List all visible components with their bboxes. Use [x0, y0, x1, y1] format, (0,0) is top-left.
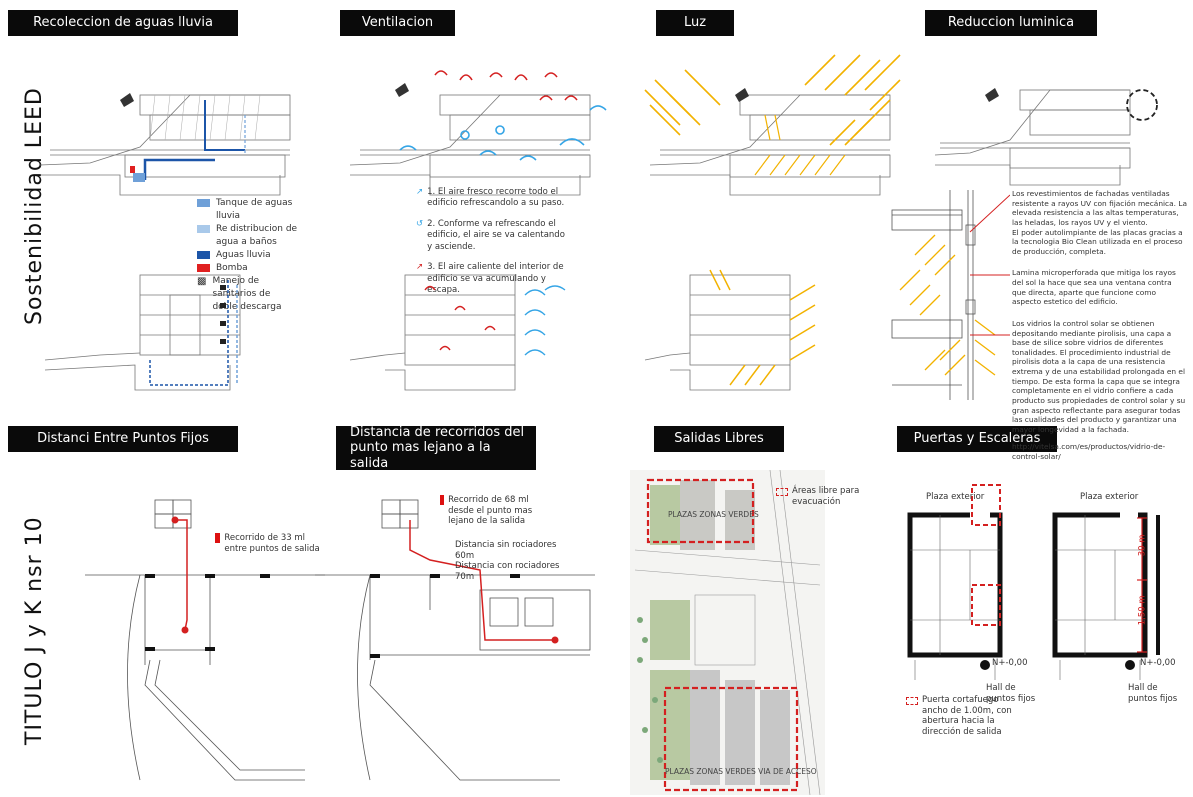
lluvia-legend-item-0: Tanque de aguas lluvia — [197, 197, 307, 223]
reduccion-note-1: Los revestimientos de fachadas ventilada… — [1012, 189, 1187, 227]
swatch-icon — [197, 264, 210, 273]
puertas-plaza-2: Plaza exterior — [1080, 492, 1139, 502]
side-title-bottom: TITULO J y K nsr 10 — [22, 516, 47, 745]
rising-air-icon: ↺ — [416, 218, 424, 229]
hot-air-icon: ↗ — [416, 262, 424, 273]
reduccion-source-link[interactable]: http://vitelsa.com/es/productos/vidrio-d… — [1012, 442, 1166, 461]
reduccion-note-4: Los vidrios la control solar se obtienen… — [1012, 318, 1186, 434]
header-reduccion: Reduccion luminica — [925, 10, 1097, 36]
puertas-plaza-1: Plaza exterior — [926, 492, 985, 502]
recorrido-legend: Recorrido de 68 ml desde el punto mas le… — [440, 495, 550, 527]
swatch-icon — [197, 199, 210, 207]
header-puertas: Puertas y Escaleras — [897, 426, 1057, 452]
ventilacion-section-top — [349, 70, 607, 196]
distance-with-sprinklers: Distancia con rociadores 70m — [455, 561, 560, 582]
fresh-air-icon: ↗ — [416, 187, 424, 197]
swatch-icon — [197, 251, 210, 260]
reduccion-facade-detail — [891, 190, 1010, 400]
lluvia-legend-item-1: Re distribucion de agua a baños — [197, 223, 307, 249]
reduccion-section-top — [934, 88, 1158, 186]
puertas-dim-1: 30 m — [1137, 534, 1148, 557]
salidas-top-zone-label: PLAZAS ZONAS VERDES — [668, 510, 759, 519]
ventilacion-note-2: ↺2. Conforme va refrescando el edificio,… — [416, 218, 565, 252]
header-lluvia: Recoleccion de aguas lluvia — [8, 10, 238, 36]
distance-without-sprinklers: Distancia sin rociadores 60m — [455, 540, 557, 561]
lluvia-section-bottom — [44, 274, 241, 391]
dashed-door-icon — [906, 697, 918, 705]
puertas-nivel-2: N+-0,00 — [1140, 658, 1176, 668]
puertas-hall-1: Hall de puntos fijos — [986, 683, 1036, 704]
route-swatch-icon — [215, 533, 221, 543]
salidas-legend: Áreas libre para evacuación — [776, 486, 871, 507]
recorrido-distances: Distancia sin rociadores 60m Distancia c… — [455, 540, 565, 583]
header-distancia-fijos: Distanci Entre Puntos Fijos — [8, 426, 238, 452]
puertas-plans — [907, 484, 1160, 680]
ventilacion-notes: ↗1. El aire fresco recorre todo el edifi… — [416, 187, 566, 297]
puertas-nivel-1: N+-0,00 — [992, 658, 1028, 668]
fijos-legend: Recorrido de 33 ml entre puntos de salid… — [215, 533, 320, 554]
luz-section-bottom — [644, 269, 816, 391]
reduccion-note-3: Lamina microperforada que mitiga los ray… — [1012, 268, 1176, 307]
header-ventilacion: Ventilacion — [340, 10, 455, 36]
reduccion-notes: Los revestimientos de fachadas ventilada… — [1012, 189, 1187, 462]
header-distancia-recorridos: Distancia de recorridos del punto mas le… — [336, 425, 536, 471]
reduccion-note-2: El poder autolimpiante de las placas gra… — [1012, 227, 1183, 256]
route-swatch-icon — [440, 495, 445, 505]
lluvia-legend-item-2: Aguas lluvia — [197, 249, 307, 262]
puertas-dim-2: 1,50 m — [1137, 595, 1148, 626]
header-luz: Luz — [656, 10, 734, 36]
lluvia-legend-item-3: Bomba — [197, 262, 307, 275]
toilet-icon: ▩ — [197, 276, 207, 288]
salidas-plan — [630, 470, 825, 795]
header-salidas: Salidas Libres — [654, 426, 784, 452]
fijos-plan — [85, 499, 325, 781]
luz-section-top — [644, 54, 901, 196]
lluvia-section-top — [39, 93, 291, 196]
puertas-hall-2: Hall de puntos fijos — [1128, 683, 1178, 704]
recorrido-plan — [315, 499, 595, 781]
lluvia-legend: Tanque de aguas lluvia Re distribucion d… — [197, 197, 307, 314]
swatch-icon — [197, 225, 210, 234]
ventilacion-note-3: ↗3. El aire caliente del interior de edi… — [416, 262, 564, 296]
puertas-legend: Puerta cortafuego ancho de 1.00m, con ab… — [906, 695, 1026, 738]
ventilacion-note-1: ↗1. El aire fresco recorre todo el edifi… — [416, 187, 565, 209]
lluvia-legend-item-4: ▩Manejo de sanitarios de doble descarga — [197, 276, 282, 313]
ventilacion-section-bottom — [349, 274, 566, 391]
salidas-bottom-zone-label: PLAZAS ZONAS VERDES VIA DE ACCESO — [665, 767, 817, 776]
dashed-area-icon — [776, 488, 788, 496]
